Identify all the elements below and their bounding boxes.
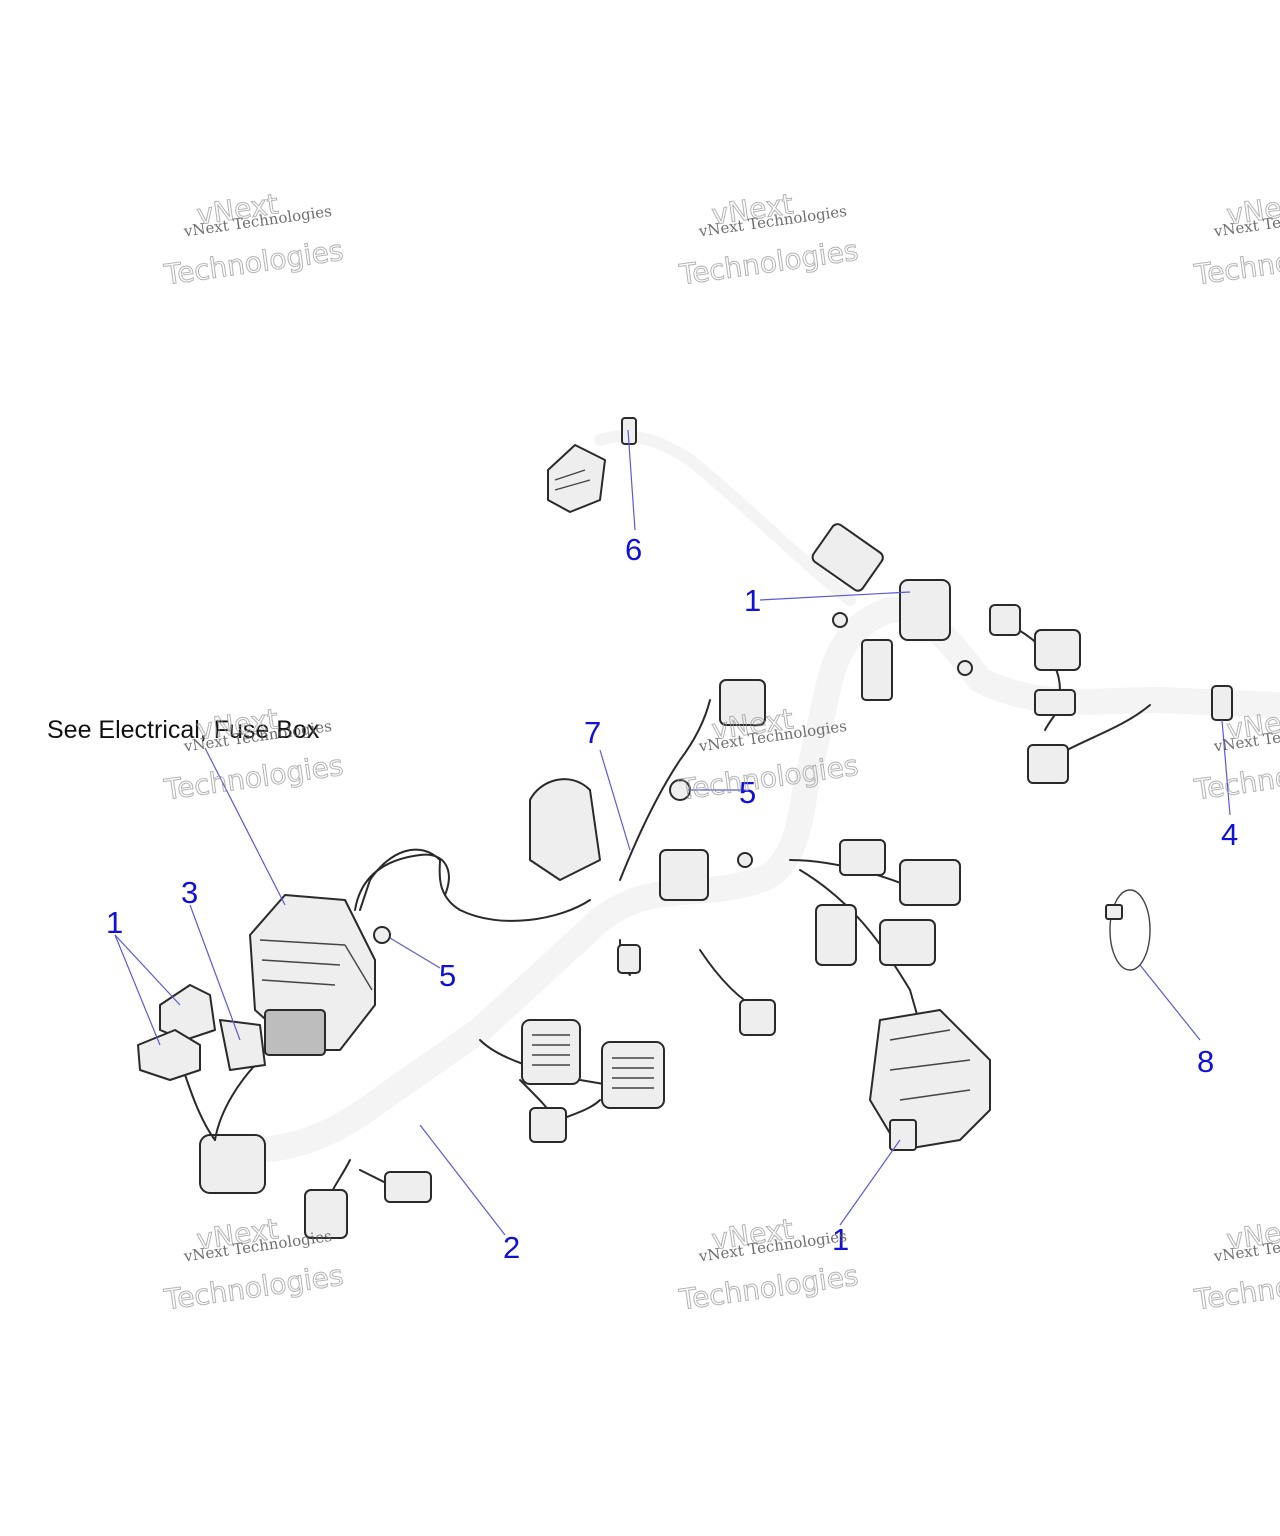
connector-right-a	[1027, 744, 1069, 784]
relay-bracket-group	[869, 1009, 991, 1151]
callout-1-bottom: 1	[832, 1222, 849, 1257]
connector-square-mid	[659, 849, 709, 901]
bracket-tab	[889, 1119, 917, 1151]
callout-1-top: 1	[744, 583, 761, 618]
watermark-4: vNext vNext Technologies Technologies	[161, 702, 346, 807]
relay-bracket	[219, 1019, 266, 1071]
svg-text:Technologies: Technologies	[162, 1259, 346, 1317]
connector-vertical-top	[719, 679, 766, 726]
svg-text:Technologies: Technologies	[1192, 234, 1280, 292]
callout-labels: See Electrical, Fuse Box 1 1 1 2 3 4 5 5…	[47, 532, 1238, 1265]
stud-right	[957, 660, 973, 676]
svg-text:Technologies: Technologies	[677, 234, 861, 292]
right-branches	[832, 579, 1233, 784]
connector-right-b	[989, 604, 1021, 636]
fuse-box-area	[137, 853, 450, 1141]
watermark-2: vNext vNext Technologies Technologies	[676, 187, 861, 292]
connector-small-hang	[617, 944, 641, 974]
callout-1-left: 1	[106, 905, 123, 940]
connector-vertical-mid	[861, 639, 893, 701]
callout-8: 8	[1197, 1044, 1214, 1079]
callout-5-mid: 5	[739, 775, 756, 810]
nut-5-lower	[373, 926, 391, 944]
stud-upper	[832, 612, 848, 628]
callout-6: 6	[625, 532, 642, 567]
ecu-pins	[532, 1034, 654, 1089]
connector-drop	[739, 999, 776, 1036]
connector-upper-left	[547, 444, 606, 513]
callout-2: 2	[503, 1230, 520, 1265]
connector-right-mid-2	[899, 859, 961, 906]
connector-bottom-a	[304, 1189, 348, 1239]
svg-text:Technologies: Technologies	[1192, 749, 1280, 807]
connector-right-mid-3	[815, 904, 857, 966]
connector-right-mid-4	[879, 919, 936, 966]
leader-lines	[114, 429, 1231, 1236]
boot-cover	[529, 778, 601, 881]
stud-mid	[737, 852, 753, 868]
svg-text:Technologies: Technologies	[677, 1259, 861, 1317]
connector-near-1-upper	[899, 579, 951, 641]
cable-tie-head	[1105, 904, 1123, 920]
connector-lower-small	[529, 1107, 567, 1143]
svg-text:Technologies: Technologies	[677, 749, 861, 807]
ecu-connector-right	[601, 1041, 665, 1109]
fuse-box-base	[264, 1009, 326, 1056]
watermark-3: vNext vNext Technologies Technologies	[1191, 187, 1280, 292]
lower-right-branches	[699, 839, 1151, 1151]
watermark-1: vNext vNext Technologies Technologies	[161, 187, 346, 292]
upper-branch	[547, 417, 884, 606]
connector-bottom-b	[384, 1171, 432, 1203]
relay-lower	[137, 1029, 201, 1081]
callout-7: 7	[584, 715, 601, 750]
harness-drawing	[137, 417, 1280, 1239]
svg-text:Technologies: Technologies	[1192, 1259, 1280, 1317]
connector-right-d	[1034, 689, 1076, 716]
cable-tie-8	[1109, 889, 1151, 971]
svg-text:Technologies: Technologies	[162, 749, 346, 807]
connector-right-c	[1034, 629, 1081, 671]
connector-right-mid-1	[839, 839, 886, 876]
svg-text:Technologies: Technologies	[162, 234, 346, 292]
connector-left-end	[199, 1134, 266, 1194]
main-trunk	[237, 596, 1280, 1163]
middle-branches	[359, 679, 766, 976]
callout-5-left: 5	[439, 958, 456, 993]
ecu-connector-left	[521, 1019, 581, 1085]
callout-3: 3	[181, 875, 198, 910]
fuse-box-note: See Electrical, Fuse Box	[47, 716, 320, 744]
connector-upper-mid	[811, 523, 884, 592]
callout-4: 4	[1221, 817, 1238, 852]
watermark-9: vNext vNext Technologies Technologies	[1191, 1212, 1280, 1317]
lower-connectors	[199, 1019, 665, 1239]
